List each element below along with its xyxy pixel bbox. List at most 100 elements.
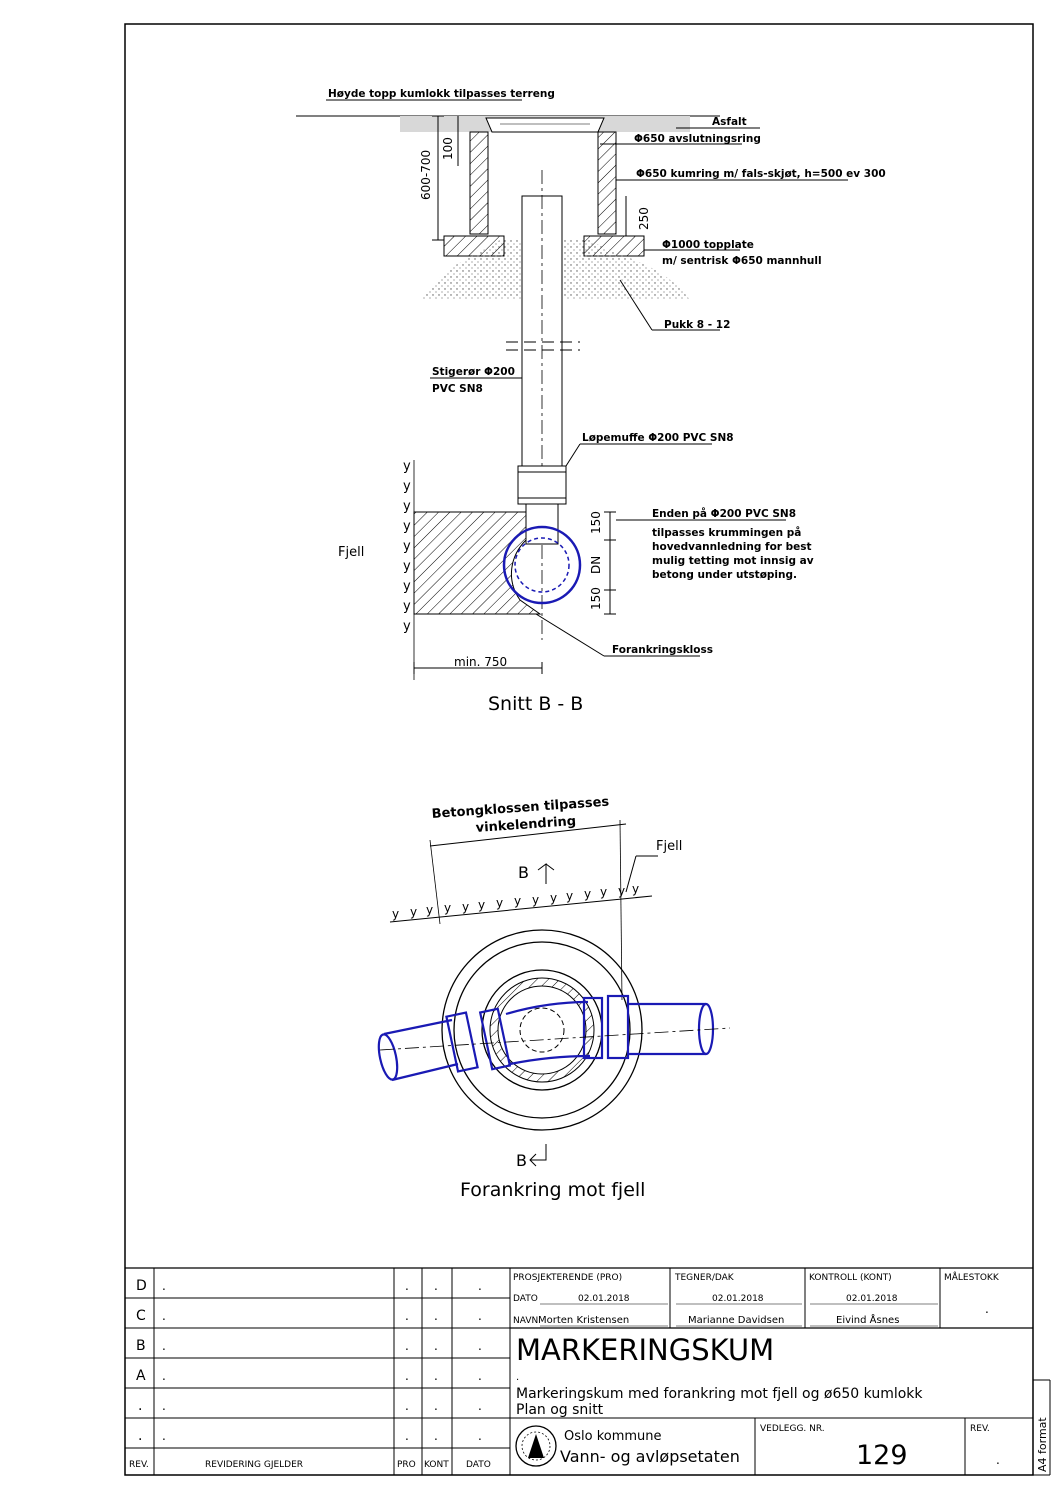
svg-text:y: y — [550, 891, 557, 905]
rev-a-text: . — [162, 1369, 166, 1383]
svg-text:y: y — [403, 459, 411, 474]
rev-d-pro: . — [405, 1279, 409, 1293]
label-ring-cone: Φ650 kumring m/ fals-skjøt, h=500 ev 300 — [636, 168, 886, 180]
label-riser-2: PVC SN8 — [432, 383, 483, 395]
header-pro: PRO — [397, 1460, 416, 1470]
tegner-name: Marianne Davidsen — [688, 1315, 784, 1326]
drawing-subtitle-1: Markeringskum med forankring mot fjell o… — [516, 1386, 923, 1402]
svg-text:y: y — [462, 900, 469, 914]
dim-150-bottom: 150 — [589, 587, 603, 610]
org-name-2: Vann- og avløpsetaten — [560, 1447, 740, 1466]
rev-5-text: . — [162, 1399, 166, 1413]
plan-view: Betongklossen tilpasses vinkelendring Fj… — [377, 795, 731, 1201]
rev-d-text: . — [162, 1279, 166, 1293]
pro-name: Morten Kristensen — [538, 1315, 629, 1326]
rev-a-kont: . — [434, 1369, 438, 1383]
label-gravel: Pukk 8 - 12 — [664, 319, 730, 331]
svg-text:y: y — [392, 907, 399, 921]
label-asphalt: Asfalt — [712, 116, 747, 128]
label-end-5: betong under utstøping. — [652, 569, 797, 581]
tegner-head: TEGNER/DAK — [674, 1273, 735, 1283]
anchor-block — [413, 511, 542, 615]
malestokk-value: . — [985, 1302, 989, 1316]
navn-label: NAVN — [513, 1316, 538, 1326]
label-height-adjust: Høyde topp kumlokk tilpasses terreng — [328, 88, 555, 100]
rev-d-kont: . — [434, 1279, 438, 1293]
header-dato: DATO — [466, 1460, 491, 1470]
rev-b-dato: . — [478, 1339, 482, 1353]
kontroll-name: Eivind Åsnes — [836, 1313, 899, 1326]
org-name-1: Oslo kommune — [564, 1429, 662, 1444]
ring-wall-right — [597, 131, 617, 235]
header-rev: REV. — [129, 1460, 149, 1470]
drawing-title: MARKERINGSKUM — [516, 1333, 774, 1367]
rev-5-dato: . — [478, 1399, 482, 1413]
header-revision: REVIDERING GJELDER — [205, 1460, 303, 1470]
svg-text:y: y — [478, 898, 485, 912]
label-rock-plan: Fjell — [656, 839, 682, 854]
svg-text:y: y — [403, 479, 411, 494]
rev-c-pro: . — [405, 1309, 409, 1323]
malestokk-head: MÅLESTOKK — [944, 1271, 1000, 1283]
svg-text:y: y — [403, 579, 411, 594]
rev-head: REV. — [970, 1424, 990, 1434]
rev-a-dato: . — [478, 1369, 482, 1383]
svg-text:y: y — [403, 619, 411, 634]
label-top-plate-1: Φ1000 topplate — [662, 239, 754, 251]
header-kont: KONT — [424, 1460, 449, 1470]
rev-d-dato: . — [478, 1279, 482, 1293]
svg-text:y: y — [403, 519, 411, 534]
rev-b-text: . — [162, 1339, 166, 1353]
svg-text:y: y — [403, 599, 411, 614]
rev-5-pro: . — [405, 1399, 409, 1413]
dim-100: 100 — [441, 137, 455, 160]
kontroll-head: KONTROLL (KONT) — [809, 1273, 892, 1283]
vedlegg-number: 129 — [856, 1440, 908, 1471]
rev-6: . — [138, 1428, 142, 1444]
cut-marker-bottom: B — [516, 1151, 527, 1170]
plan-outer-ring — [441, 929, 643, 1131]
label-end-2: tilpasses krummingen på — [652, 526, 801, 539]
svg-text:y: y — [514, 894, 521, 908]
dim-150-top: 150 — [589, 511, 603, 534]
sheet-format: A4 format — [1036, 1417, 1049, 1472]
rev-b: B — [136, 1338, 146, 1354]
section-view: yyy yyy yyy min. 750 150 DN 150 600-700 … — [296, 88, 886, 715]
svg-text:y: y — [426, 903, 433, 917]
rock-marks: yyy yyy yyy — [403, 459, 411, 634]
label-finish-ring: Φ650 avslutningsring — [634, 133, 761, 145]
drawing-subtitle-2: Plan og snitt — [516, 1402, 604, 1418]
svg-text:y: y — [496, 896, 503, 910]
dim-min-750: min. 750 — [454, 655, 507, 669]
rev-a: A — [136, 1368, 146, 1384]
main-pipe-outer — [502, 525, 582, 605]
svg-text:y: y — [618, 884, 625, 898]
label-anchor: Forankringskloss — [612, 644, 713, 656]
rev-6-dato: . — [478, 1429, 482, 1443]
label-riser-1: Stigerør Φ200 — [432, 366, 515, 378]
title-block — [125, 1267, 1051, 1476]
svg-text:y: y — [584, 887, 591, 901]
rev-c: C — [136, 1308, 146, 1324]
sheet-border — [124, 23, 1034, 1476]
label-rock-section: Fjell — [338, 545, 364, 560]
dim-250: 250 — [637, 207, 651, 230]
label-top-plate-2: m/ sentrisk Φ650 mannhull — [662, 255, 822, 267]
section-title: Snitt B - B — [488, 693, 583, 715]
plan-title: Forankring mot fjell — [460, 1179, 645, 1201]
label-coupling: Løpemuffe Φ200 PVC SN8 — [582, 432, 734, 444]
rev-6-text: . — [162, 1429, 166, 1443]
label-end-1: Enden på Φ200 PVC SN8 — [652, 507, 796, 520]
svg-text:y: y — [444, 901, 451, 915]
rev-5: . — [138, 1398, 142, 1414]
rev-d: D — [136, 1278, 147, 1294]
rev-c-dato: . — [478, 1309, 482, 1323]
rev-6-pro: . — [405, 1429, 409, 1443]
rev-5-kont: . — [434, 1399, 438, 1413]
title-block-text: D . . . . C . . . . B . . . . A . . . . … — [129, 1271, 1049, 1472]
title-dot: . — [516, 1372, 519, 1383]
dim-dn: DN — [589, 556, 603, 574]
svg-text:y: y — [403, 499, 411, 514]
